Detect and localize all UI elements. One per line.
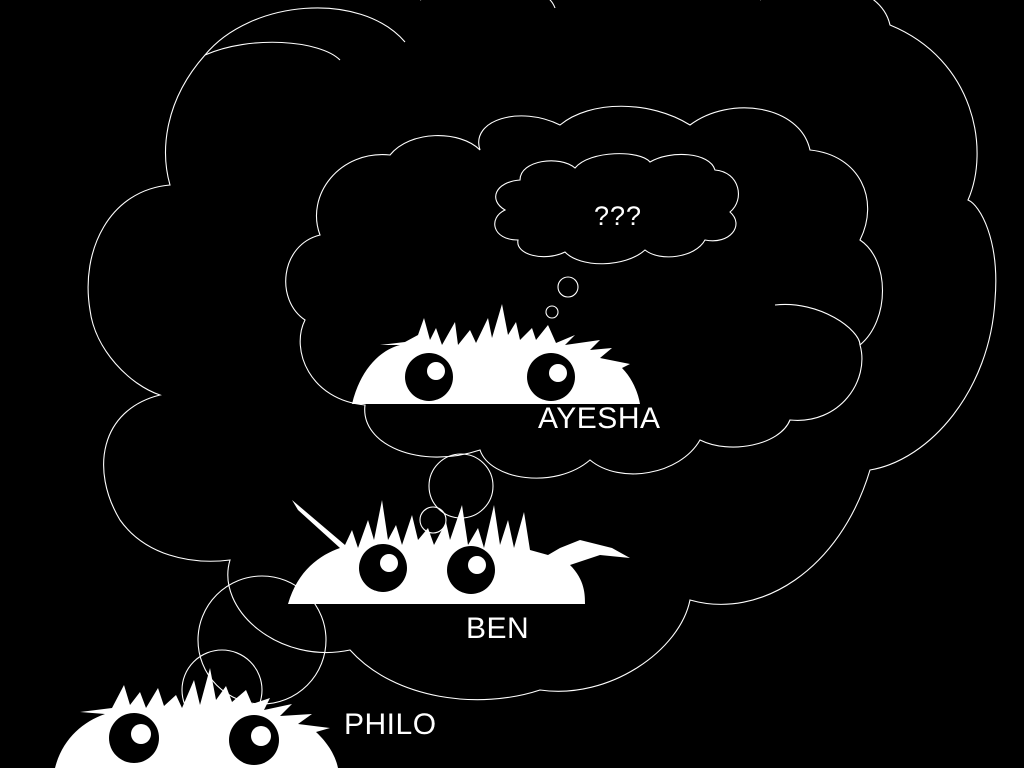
philo-creature-icon xyxy=(55,668,338,768)
thought-text: ??? xyxy=(594,201,643,231)
ben-creature-icon xyxy=(288,500,630,604)
outer-thought-cloud xyxy=(87,0,997,701)
small-thought-cloud xyxy=(494,153,739,319)
middle-thought-cloud xyxy=(285,105,884,479)
character-label-ben: BEN xyxy=(466,612,530,645)
character-label-philo: PHILO xyxy=(344,708,437,741)
ayesha-creature-icon xyxy=(352,304,640,404)
character-label-ayesha: AYESHA xyxy=(538,402,661,435)
